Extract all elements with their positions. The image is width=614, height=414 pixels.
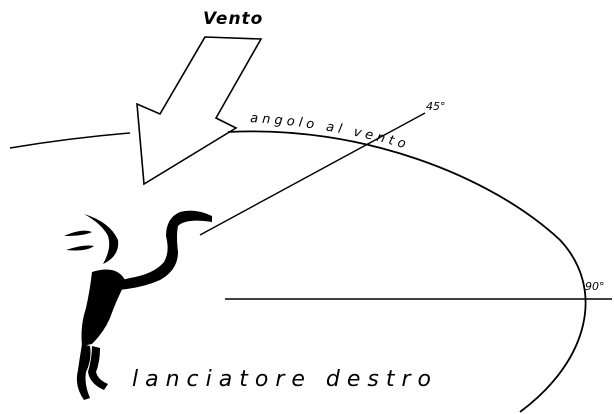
thrower-face-stroke	[64, 231, 92, 236]
thrower-leg-right	[88, 346, 108, 390]
thrower-torso	[82, 270, 127, 346]
thrower-head-stroke	[84, 214, 118, 264]
thrower-label: lanciatore destro	[132, 367, 438, 392]
angle-45-label: 45°	[426, 100, 446, 113]
wind-arrow	[137, 37, 261, 184]
thrower-face-stroke-2	[66, 246, 94, 251]
angle-90-label: 90°	[585, 280, 605, 293]
wind-label: Vento	[203, 9, 263, 29]
thrower-arm	[114, 211, 212, 290]
flight-arc-left	[10, 133, 130, 148]
